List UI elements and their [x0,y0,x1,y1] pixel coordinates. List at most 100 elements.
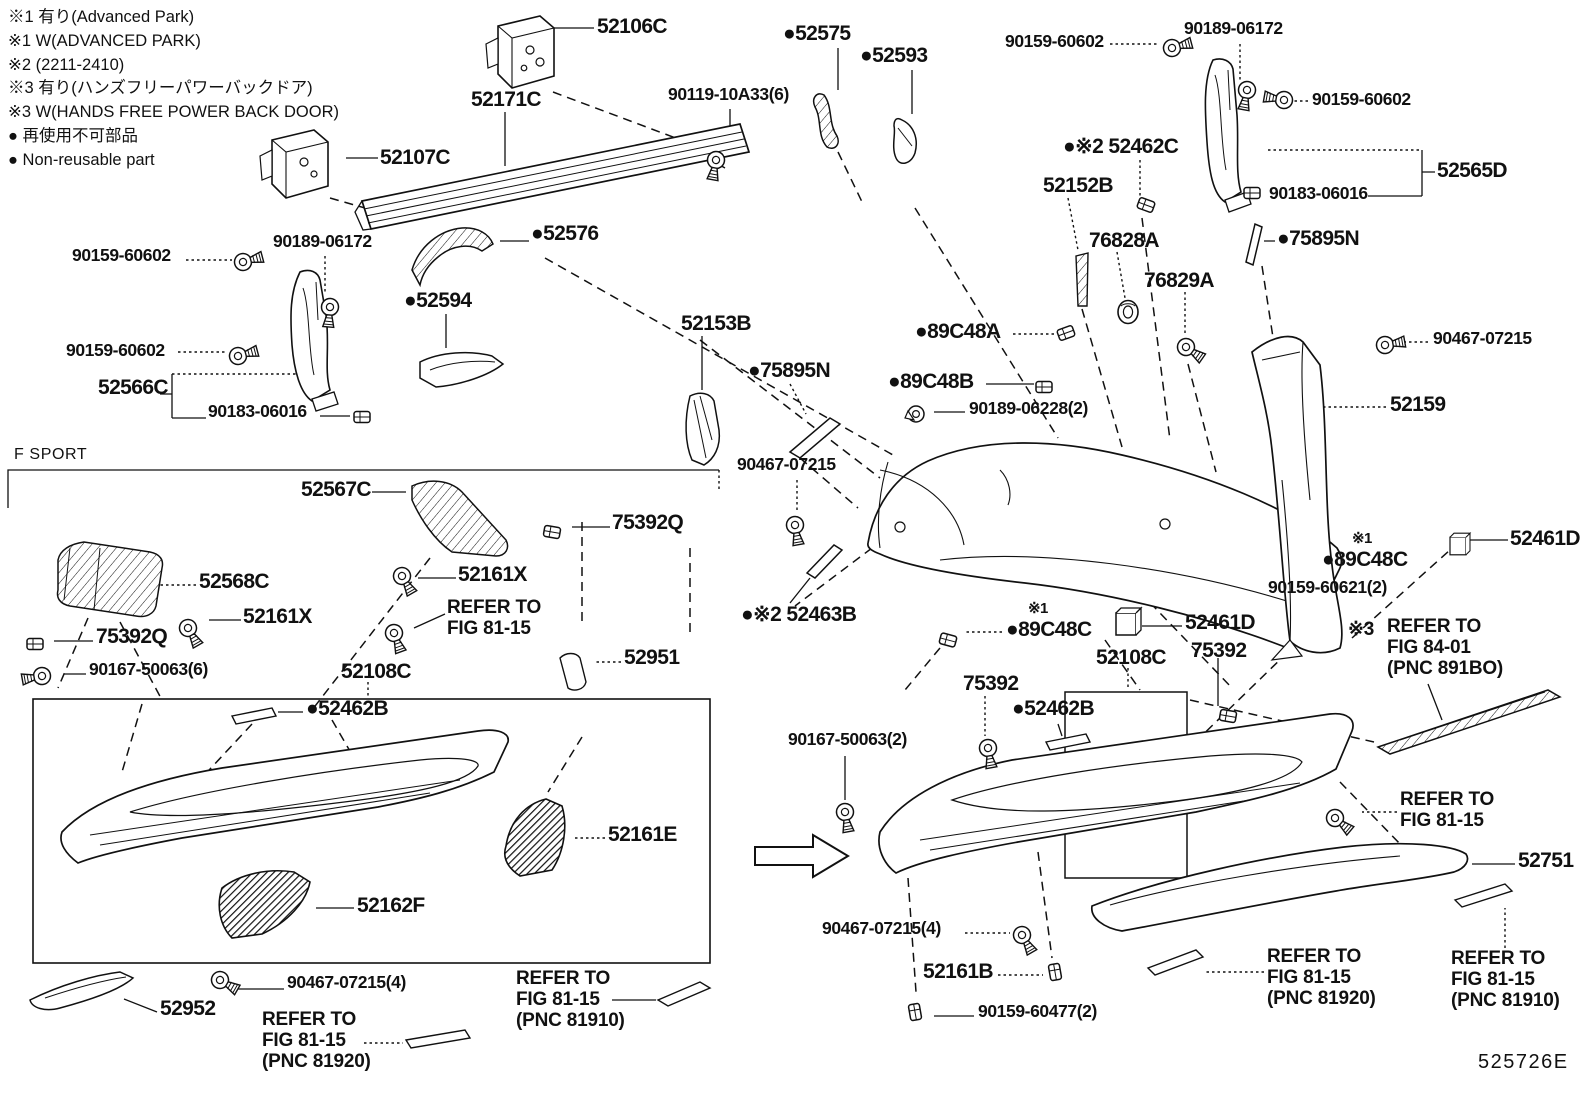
clip-icon [907,1002,923,1022]
part-label-52462C: ●※2 52462C [1063,135,1179,158]
grommet-icon [1117,299,1139,325]
part-label-52951: 52951 [624,646,680,669]
part-label-52463B: ●※2 52463B [741,603,857,626]
part-label-refer-bottomright2: REFER TO FIG 81-15 (PNC 81910) [1451,948,1560,1011]
legend-line: ※3 W(HANDS FREE POWER BACK DOOR) [8,103,340,122]
pad-52594 [419,351,505,388]
part-label-90189-06172-b: 90189-06172 [273,231,372,251]
part-label-52952: 52952 [160,997,216,1020]
part-label-52461D-a: 52461D [1510,527,1581,550]
part-label-75392-b: 75392 [963,672,1019,695]
screw-icon [1160,33,1195,60]
rear-bumper-cover-upper [867,442,1343,648]
absorber-52576 [411,227,494,288]
part-label-89C48B: ●89C48B [888,370,974,393]
clip-icon [353,410,371,424]
part-label-52106C: 52106C [597,15,668,38]
part-label-89C48C-b: ●89C48C [1006,618,1092,641]
clip-icon [1135,196,1157,214]
part-label-52593: ●52593 [860,44,928,67]
clip-icon [1218,708,1238,724]
part-label-76829A: 76829A [1144,269,1215,292]
part-label-52107C: 52107C [380,146,451,169]
cube-icon [1449,532,1471,556]
part-label-52161B: 52161B [923,960,994,983]
part-label-76828A: 76828A [1089,229,1160,252]
part-label-52161X-b: 52161X [243,605,312,628]
part-label-90159-60602-b: 90159-60602 [1312,89,1411,109]
legend-line: ※1 有り(Advanced Park) [8,8,195,26]
clip-icon [1055,324,1077,342]
clip-icon [1243,186,1261,200]
part-label-75895N-a: ●75895N [1277,227,1360,250]
part-label-refer-bottomright1: REFER TO FIG 81-15 (PNC 81920) [1267,946,1376,1009]
strip-pnc81920-left [404,1029,472,1049]
part-label-52159: 52159 [1390,393,1446,416]
part-label-note1-center: ※1 [1028,600,1048,617]
clip-icon [542,524,562,540]
side-molding-52952 [29,971,135,1011]
screw-icon [1009,922,1041,958]
part-label-52576: ●52576 [531,222,599,245]
part-label-90159-60477-2: 90159-60477(2) [978,1001,1097,1021]
strip-pnc81920-right [1146,949,1205,976]
part-label-52567C: 52567C [301,478,372,501]
part-label-90159-60602-a: 90159-60602 [1005,31,1104,51]
part-label-90189-06172-a: 90189-06172 [1184,18,1283,38]
screw-icon [1262,87,1295,111]
part-label-52153B: 52153B [681,312,752,335]
retainer-strip-52463B [805,544,844,579]
part-label-note1-right: ※1 [1352,530,1372,547]
screw-icon [226,341,261,368]
screw-icon [175,615,207,651]
part-label-90467-07215-4r: 90467-07215(4) [822,918,941,938]
part-label-90167-50063-2: 90167-50063(2) [788,729,907,749]
part-label-52171C: 52171C [471,88,542,111]
part-label-52751: 52751 [1518,849,1574,872]
pad-52951 [559,652,587,691]
screw-icon [389,563,421,599]
part-label-90467-07215-a: 90467-07215 [1433,328,1532,348]
retainer-52153B [685,392,721,466]
part-label-90467-07215-b: 90467-07215 [737,454,836,474]
screw-icon [207,967,243,999]
part-label-refer-fsport: REFER TO FIG 81-15 [447,597,542,639]
part-label-75392Q-a: 75392Q [612,511,684,534]
screw-icon [784,514,808,547]
legend-line: ※1 W(ADVANCED PARK) [8,31,201,50]
screw-icon [20,665,53,689]
part-label-52152B: 52152B [1043,174,1114,197]
grille-52162F [218,869,311,939]
part-label-52575: ●52575 [783,22,851,45]
part-label-52462B-a: ●52462B [306,697,389,720]
retainer-bar-52462B-left [230,707,278,725]
part-label-90159-60621-2: 90159-60621(2) [1268,577,1387,597]
part-label-52568C: 52568C [199,570,270,593]
bumper-bracket-52106C [485,15,555,89]
side-molding-fig84 [1376,689,1562,755]
cube-icon [1115,607,1142,636]
fsport-cover-piece-52567C [411,480,509,557]
bumper-bracket-52107C [259,129,329,199]
part-label-75895N-b: ●75895N [748,359,831,382]
part-label-89C48A: ●89C48A [915,320,1001,343]
part-label-refer-bottomleft: REFER TO FIG 81-15 (PNC 81920) [262,1009,371,1072]
section-label-f-sport: F SPORT [14,446,88,463]
clip-icon [1047,962,1063,982]
side-support-bracket-52566C [290,269,339,412]
retainer-strip-75895N-right [1245,222,1263,267]
part-label-note3: ※3 [1348,619,1375,640]
legend: ※1 有り(Advanced Park) ※1 W(ADVANCED PARK) ※… [8,6,339,173]
part-label-90167-50063-6: 90167-50063(6) [89,659,208,679]
fsport-lower-bumper-cover-52108C [60,729,509,864]
lower-bumper-cover-52108C-right [878,712,1354,874]
direction-arrow [754,833,850,879]
legend-line: ● Non-reusable part [8,150,155,169]
part-label-75392Q-b: 75392Q [96,625,168,648]
part-label-90183-06016-b: 90183-06016 [208,401,307,421]
part-label-52161E: 52161E [608,823,677,846]
part-label-refer-midright: REFER TO FIG 81-15 [1400,789,1495,831]
part-label-90467-07215-4l: 90467-07215(4) [287,972,406,992]
